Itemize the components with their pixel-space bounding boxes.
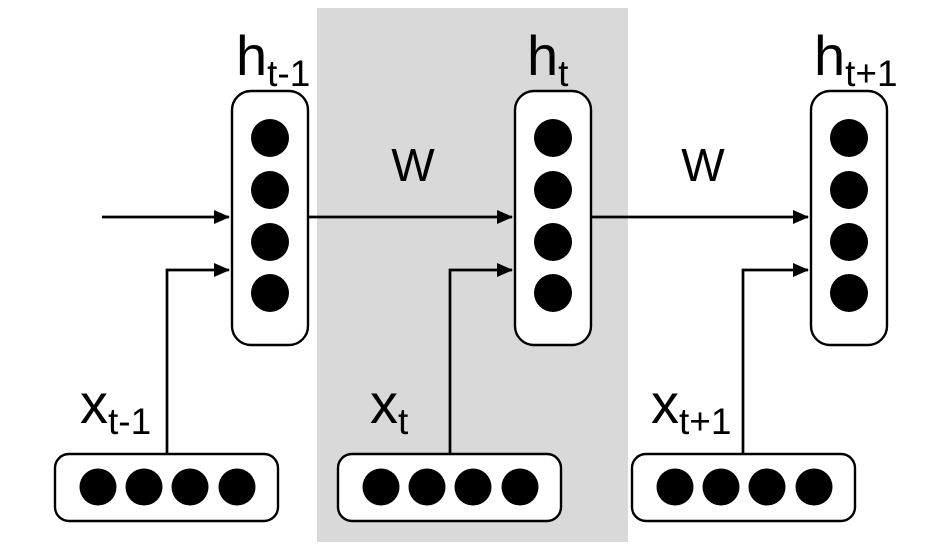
unit-circle <box>830 119 868 157</box>
input-rect-t-plus-1 <box>630 452 857 523</box>
label-weight-w-1: W <box>391 139 435 191</box>
unit-circle <box>534 119 572 157</box>
label-x-t-plus-1-main: x <box>651 372 679 435</box>
label-h-t-1-main: h <box>236 24 267 87</box>
label-x-t-plus-1: xt+1 <box>651 372 731 442</box>
input-box-t <box>336 452 563 523</box>
unit-circle <box>748 468 786 506</box>
hidden-state-box-t <box>513 89 593 347</box>
unit-circle <box>830 171 868 209</box>
input-rect-t <box>336 452 563 523</box>
label-x-t: xt <box>370 372 409 442</box>
hidden-state-box-t-1 <box>230 89 310 347</box>
unit-circle <box>125 468 163 506</box>
unit-circle <box>251 274 289 312</box>
hidden-state-rect-t-plus-1 <box>809 89 889 347</box>
unit-circle <box>408 468 446 506</box>
input-arrow-t-plus-1 <box>741 263 809 454</box>
unit-circle <box>251 223 289 261</box>
unit-circle <box>656 468 694 506</box>
label-h-t-1-sub: t-1 <box>267 53 310 94</box>
unit-circle <box>251 119 289 157</box>
label-h-t: ht <box>527 24 569 94</box>
label-x-t-plus-1-sub: t+1 <box>679 401 731 442</box>
label-x-t-1: xt-1 <box>80 372 151 442</box>
label-h-t-main: h <box>527 24 558 87</box>
unit-circle <box>534 171 572 209</box>
input-box-t-plus-1 <box>630 452 857 523</box>
unit-circle <box>534 274 572 312</box>
unit-circle <box>362 468 400 506</box>
unit-circle <box>218 468 256 506</box>
label-x-t-sub: t <box>398 401 409 442</box>
unit-circle <box>702 468 740 506</box>
input-arrow-t-1 <box>165 263 230 454</box>
label-h-t-sub: t <box>558 53 569 94</box>
hidden-state-rect-t-1 <box>230 89 310 347</box>
input-arrow-t <box>448 263 513 454</box>
input-box-t-1 <box>53 452 280 523</box>
label-x-t-1-sub: t-1 <box>108 401 151 442</box>
unit-circle <box>251 171 289 209</box>
unit-circle <box>830 274 868 312</box>
hidden-state-rect-t <box>513 89 593 347</box>
label-x-t-main: x <box>370 372 398 435</box>
unit-circle <box>171 468 209 506</box>
unit-circle <box>501 468 539 506</box>
label-h-t-plus-1: ht+1 <box>814 24 898 94</box>
hidden-state-box-t-plus-1 <box>809 89 889 347</box>
unit-circle <box>830 223 868 261</box>
unit-circle <box>79 468 117 506</box>
unit-circle <box>534 223 572 261</box>
input-rect-t-1 <box>53 452 280 523</box>
label-h-t-1: ht-1 <box>236 24 310 94</box>
label-h-t-plus-1-sub: t+1 <box>845 53 897 94</box>
label-h-t-plus-1-main: h <box>814 24 845 87</box>
label-x-t-1-main: x <box>80 372 108 435</box>
unit-circle <box>795 468 833 506</box>
unit-circle <box>454 468 492 506</box>
label-weight-w-2: W <box>681 139 725 191</box>
